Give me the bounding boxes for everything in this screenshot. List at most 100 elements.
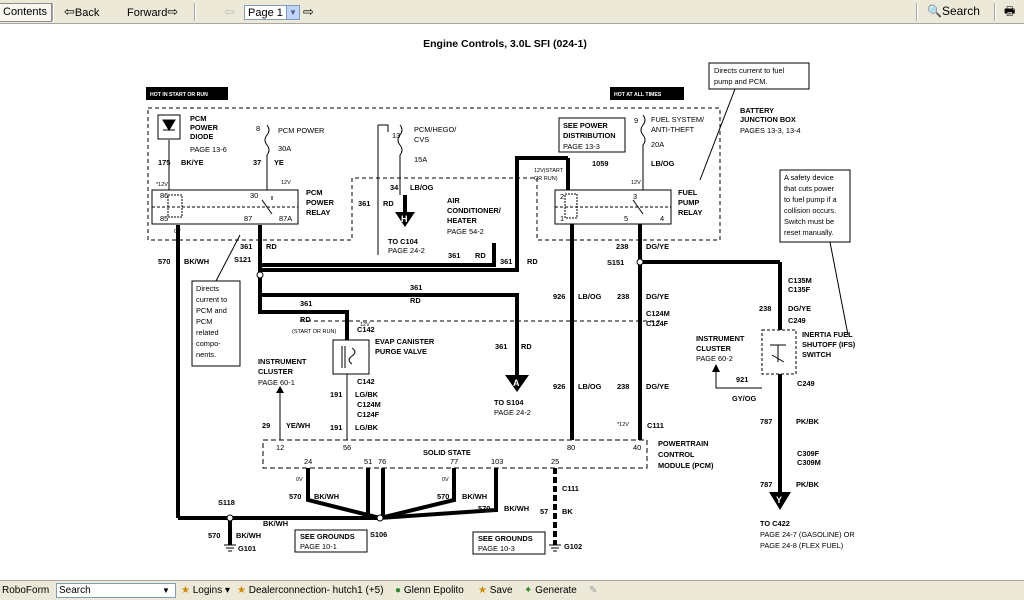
back-arrow-icon: ⇦ [64, 4, 75, 19]
eraser-icon[interactable]: ✎ [589, 585, 598, 596]
page-select-value: Page 1 [248, 7, 283, 19]
toolbar-separator [994, 3, 996, 21]
see-grounds-page: PAGE 10-1 [300, 542, 337, 551]
roboform-search-input[interactable]: Search [56, 583, 176, 598]
callout-pcm-text: related [196, 328, 219, 337]
contents-button[interactable]: Contents [0, 3, 53, 22]
identity-label: Glenn Epolito [403, 585, 464, 596]
instrument-cluster-right-page: PAGE 60-2 [696, 354, 733, 363]
callout-pcm-pointer [215, 234, 241, 282]
evap-label: PURGE VALVE [375, 347, 427, 356]
wire-dgye-label: DG/YE [788, 304, 811, 313]
search-dropdown-icon[interactable]: ▼ [162, 586, 170, 595]
generate-button[interactable]: ✦ Generate [524, 584, 577, 598]
fuse-9-name: ANTI-THEFT [651, 125, 695, 134]
ground-g101-icon [224, 544, 236, 552]
arrow-up-icon [712, 364, 720, 372]
pin-3: 3 [633, 192, 637, 201]
connector-c142: C142 [357, 325, 375, 334]
connector-c309m: C309M [797, 458, 821, 467]
wire-29-label: 29 [262, 421, 270, 430]
logins-button[interactable]: ★ Logins ▾ [181, 585, 231, 596]
splice-s151-dot [636, 258, 644, 266]
identity-button[interactable]: ● Glenn Epolito [395, 584, 464, 598]
page-select[interactable]: Page 1 ▼ [244, 5, 300, 20]
voltage-note: 0V [174, 229, 181, 235]
pin-1: 1 [560, 214, 564, 223]
roboform-label: RoboForm [2, 585, 50, 596]
splice-s118-dot [226, 514, 234, 522]
fuse-13-name: CVS [414, 135, 429, 144]
wire-361-label: 361 [448, 251, 460, 260]
generate-label: Generate [535, 585, 577, 596]
connector-c309f: C309F [797, 449, 820, 458]
wire-lgbk-label: LG/BK [355, 423, 379, 432]
to-c422-page: PAGE 24-8 (FLEX FUEL) [760, 541, 843, 550]
contents-label: Contents [3, 6, 48, 18]
pcm-diode-label: DIODE [190, 132, 213, 141]
see-power-box [558, 117, 626, 153]
arrow-up-icon [276, 386, 284, 393]
wire-bkwh-label: BK/WH [462, 492, 487, 501]
evap-canister-purge-valve [332, 339, 370, 375]
pin-87a: 87A [279, 214, 292, 223]
ground-wire-bundle [178, 468, 498, 545]
wire-34-label: 34 [390, 183, 399, 192]
search-button[interactable]: 🔍Search [927, 3, 980, 20]
back-button[interactable]: ⇦Back [64, 3, 99, 20]
callout-pcm-text: PCM and [196, 306, 227, 315]
print-icon[interactable]: 🖶 [1004, 4, 1016, 18]
wire-bkwh-label: BK/WH [263, 519, 288, 528]
dealer-button[interactable]: ★ Dealerconnection- hutch1 (+5) [237, 584, 384, 598]
document-viewport[interactable]: Engine Controls, 3.0L SFI (024-1) HOT IN… [0, 24, 1024, 580]
fuse-8-number: 8 [256, 124, 260, 133]
viewer-toolbar: Contents ⇦Back Forward⇨ ⇦ Page 1 ▼ ⇨ 🔍Se… [0, 0, 1024, 24]
wire-570-label: 570 [208, 531, 220, 540]
browser-toolbar-bottom: RoboForm Search ▼ ★ Logins ▾ ★ Dealercon… [0, 580, 1024, 600]
ac-heater-label: CONDITIONER/ [447, 206, 501, 215]
voltage-note: 12V [281, 180, 291, 186]
wire-361-label: 361 [495, 342, 507, 351]
wire-926-label: 926 [553, 292, 565, 301]
wire-361-label: 361 [358, 199, 370, 208]
inertia-switch [761, 329, 797, 375]
toolbar-separator [52, 3, 54, 21]
callout-inertia-text: reset manually. [784, 228, 834, 237]
fuel-relay-label: RELAY [678, 208, 702, 217]
voltage-note: *12V [617, 422, 629, 428]
identity-icon: ● [395, 585, 402, 596]
pin-25: 25 [551, 457, 559, 466]
pin-103: 103 [491, 457, 503, 466]
endpoint-h-label: H [401, 214, 408, 224]
back-label: Back [74, 7, 100, 19]
search-icon: 🔍 [927, 4, 942, 18]
pcm-module-label: CONTROL [658, 450, 695, 459]
pin-76: 76 [378, 457, 386, 466]
forward-button[interactable]: Forward⇨ [127, 3, 178, 20]
connector-c111: C111 [647, 421, 664, 430]
toolbar-separator [194, 3, 196, 21]
wire-rd-label: RD [521, 342, 532, 351]
pcm-module-label: POWERTRAIN [658, 439, 709, 448]
roboform-button[interactable]: RoboForm [2, 584, 49, 598]
wire-ye-label: YE [274, 158, 284, 167]
callout-fuel-pointer [699, 88, 736, 181]
wire-570-label: 570 [289, 492, 301, 501]
connector-c135f: C135F [788, 285, 811, 294]
pin-85: 85 [160, 214, 168, 223]
wiring-diagram: Engine Controls, 3.0L SFI (024-1) HOT IN… [146, 38, 856, 555]
wire-238-label: 238 [616, 242, 628, 251]
diagram-title: Engine Controls, 3.0L SFI (024-1) [423, 38, 587, 50]
wire-191-label: 191 [330, 423, 342, 432]
next-page-icon[interactable]: ⇨ [303, 4, 314, 19]
wire-921-label: 921 [736, 375, 748, 384]
pcm-diode-page: PAGE 13-6 [190, 145, 227, 154]
see-power-label: DISTRIBUTION [563, 131, 616, 140]
instrument-cluster-left-page: PAGE 60-1 [258, 378, 295, 387]
battery-box-label: BATTERY [740, 106, 774, 115]
prev-page-icon[interactable]: ⇦ [224, 4, 235, 19]
ground-g102-icon [549, 544, 561, 552]
save-button[interactable]: ★ Save [478, 584, 513, 598]
chevron-down-icon: ▼ [286, 6, 299, 19]
banner-hot-all-times [610, 87, 684, 100]
